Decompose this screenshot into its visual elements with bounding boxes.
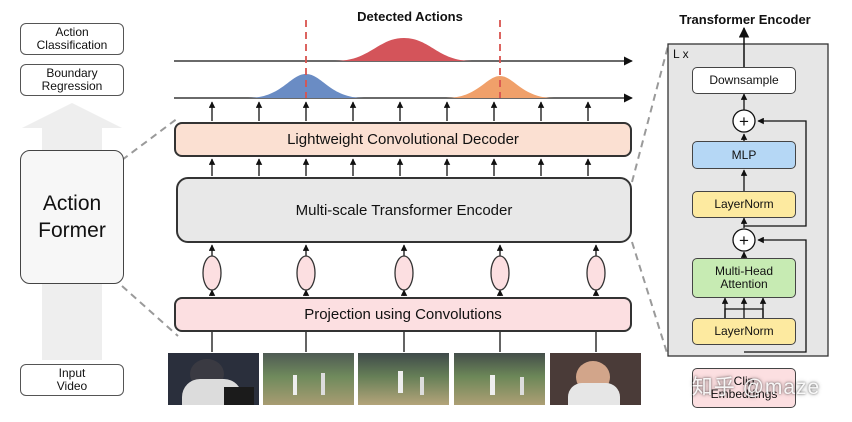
residual-add-circle [732,228,756,252]
video-frame [168,353,259,405]
video-frame [454,353,545,405]
actionformer-label-line: Action [42,192,102,215]
connector-line [121,285,179,337]
connector-line [121,117,179,161]
connector-line [631,241,669,357]
layernorm-block: LayerNorm [692,191,796,218]
plus-symbol: + [739,112,749,131]
multi-head-attention-block: Multi-Head Attention [692,258,796,298]
token-ellipse [586,255,606,291]
attention-input-split [724,308,764,318]
token-ellipse [490,255,510,291]
classification-peak [335,38,472,61]
action-classification-label: Action Classification [20,23,124,55]
decoder-block: Lightweight Convolutional Decoder [174,122,632,157]
video-frame [263,353,354,405]
clip-embeddings-block: Clip Embeddings [692,368,796,408]
token-ellipse [394,255,414,291]
projection-block: Projection using Convolutions [174,297,632,332]
connector-line [631,45,669,183]
video-frame [550,353,641,405]
watermark: 知乎 @maze [691,376,821,399]
video-frame [358,353,449,405]
actionformer-box: Action Former [20,150,124,284]
repeat-label: L x [673,47,689,61]
input-video-label: Input Video [20,364,124,396]
transformer-encoder-title: Transformer Encoder [679,11,811,27]
detected-actions-title: Detected Actions [357,8,463,24]
residual-connection [744,117,807,227]
token-ellipse [296,255,316,291]
residual-connection [744,236,807,353]
boundary-regression-label: Boundary Regression [20,64,124,96]
actionformer-label-line: Former [38,219,106,242]
encoder-block: Multi-scale Transformer Encoder [176,177,632,243]
residual-add-circle [732,109,756,133]
token-ellipse [202,255,222,291]
downsample-block: Downsample [692,67,796,94]
mlp-block: MLP [692,141,796,169]
plus-symbol: + [739,231,749,250]
layernorm-block: LayerNorm [692,318,796,345]
